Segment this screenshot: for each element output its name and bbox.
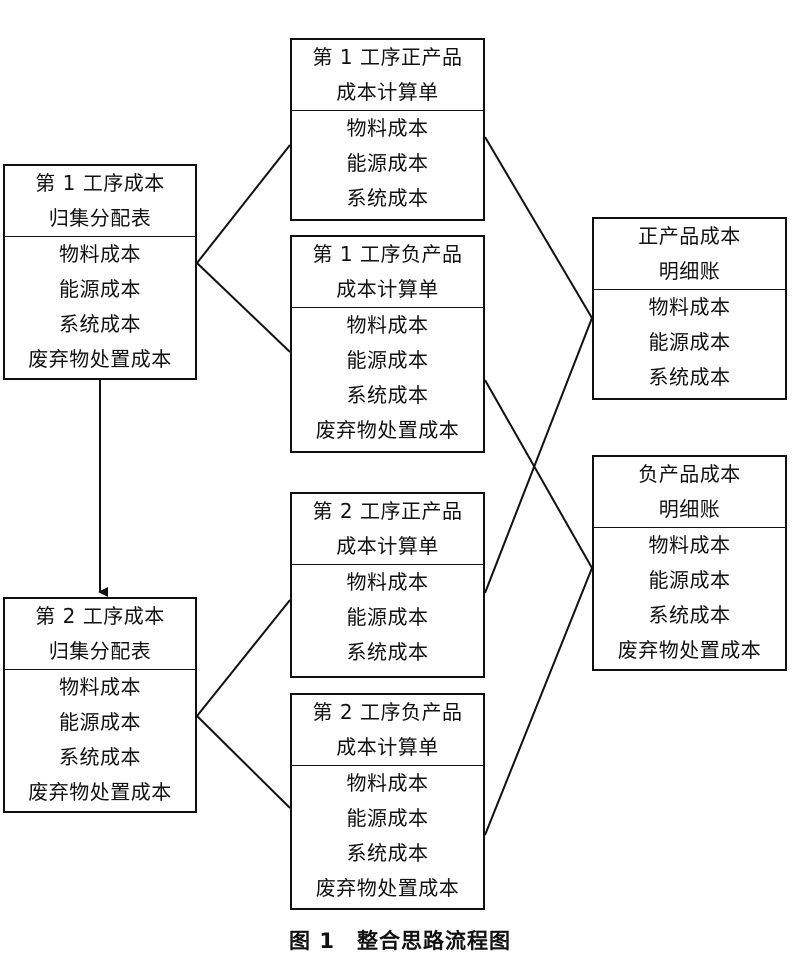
cost-item: 物料成本 [59,242,141,266]
title-line: 第 2 工序正产品 [312,499,463,523]
connector-stage1-to-stage1-neg [196,262,291,353]
stage1-positive-product-cost-sheet: 第 1 工序正产品 成本计算单 物料成本 能源成本 系统成本 [290,38,485,221]
stage2-cost-allocation-table: 第 2 工序成本 归集分配表 物料成本 能源成本 系统成本 废弃物处置成本 [3,597,197,813]
cost-item: 物料成本 [346,771,429,795]
cost-item: 系统成本 [346,640,429,664]
cost-item-list: 物料成本 能源成本 系统成本 废弃物处置成本 [5,237,195,377]
cost-item: 系统成本 [346,186,429,210]
cost-item: 系统成本 [648,603,731,627]
cost-item: 能源成本 [346,151,429,175]
positive-product-cost-ledger: 正产品成本 明细账 物料成本 能源成本 系统成本 [592,217,787,400]
cost-item: 系统成本 [648,365,731,389]
cost-item: 系统成本 [59,745,141,769]
connector-stage1-neg-to-neg-ledger [484,379,593,569]
title-line: 第 2 工序负产品 [312,700,463,724]
cost-item: 物料成本 [346,116,429,140]
box-title: 第 2 工序成本 归集分配表 [5,599,195,670]
cost-item: 能源成本 [346,348,429,372]
box-title: 第 2 工序正产品 成本计算单 [292,494,483,565]
cost-item-list: 物料成本 能源成本 系统成本 废弃物处置成本 [292,766,483,906]
cost-item: 能源成本 [59,277,141,301]
cost-item-list: 物料成本 能源成本 系统成本 [292,111,483,216]
cost-item: 物料成本 [346,570,429,594]
cost-item: 能源成本 [346,806,429,830]
cost-item: 物料成本 [648,295,731,319]
cost-item: 废弃物处置成本 [315,876,460,900]
title-line: 成本计算单 [336,534,439,558]
title-line: 成本计算单 [336,277,439,301]
box-title: 负产品成本 明细账 [594,457,785,528]
cost-item: 物料成本 [346,313,429,337]
figure-caption: 图 1 整合思路流程图 [289,929,511,953]
box-title: 第 1 工序成本 归集分配表 [5,166,195,237]
title-line: 第 1 工序负产品 [312,242,463,266]
connector-stage2-pos-to-pos-ledger [484,317,593,594]
cost-item: 能源成本 [648,568,731,592]
cost-item: 能源成本 [346,605,429,629]
title-line: 成本计算单 [336,735,439,759]
cost-item: 废弃物处置成本 [28,347,172,371]
title-line: 负产品成本 [638,462,741,486]
stage2-negative-product-cost-sheet: 第 2 工序负产品 成本计算单 物料成本 能源成本 系统成本 废弃物处置成本 [290,693,485,910]
stage2-positive-product-cost-sheet: 第 2 工序正产品 成本计算单 物料成本 能源成本 系统成本 [290,492,485,678]
stage1-negative-product-cost-sheet: 第 1 工序负产品 成本计算单 物料成本 能源成本 系统成本 废弃物处置成本 [290,235,485,453]
connector-stage2-to-stage2-neg [196,715,291,809]
negative-product-cost-ledger: 负产品成本 明细账 物料成本 能源成本 系统成本 废弃物处置成本 [592,455,787,671]
cost-item: 物料成本 [648,533,731,557]
title-line: 归集分配表 [48,639,152,663]
connector-stage2-neg-to-neg-ledger [484,567,593,836]
cost-item: 废弃物处置成本 [315,418,460,442]
cost-item: 废弃物处置成本 [28,780,172,804]
title-line: 第 1 工序正产品 [312,45,463,69]
cost-item: 能源成本 [648,330,731,354]
cost-item-list: 物料成本 能源成本 系统成本 [594,290,785,395]
cost-item-list: 物料成本 能源成本 系统成本 [292,565,483,670]
box-title: 正产品成本 明细账 [594,219,785,290]
title-line: 正产品成本 [638,224,741,248]
cost-item: 废弃物处置成本 [617,638,762,662]
cost-item: 能源成本 [59,710,141,734]
box-title: 第 1 工序正产品 成本计算单 [292,40,483,111]
cost-item-list: 物料成本 能源成本 系统成本 废弃物处置成本 [594,528,785,668]
title-line: 第 1 工序成本 [35,171,165,195]
title-line: 第 2 工序成本 [35,604,165,628]
cost-item: 系统成本 [59,312,141,336]
stage1-cost-allocation-table: 第 1 工序成本 归集分配表 物料成本 能源成本 系统成本 废弃物处置成本 [3,164,197,380]
cost-item: 系统成本 [346,841,429,865]
connector-stage2-to-stage2-pos [196,599,291,717]
title-line: 成本计算单 [336,80,439,104]
title-line: 明细账 [658,497,721,521]
cost-item: 物料成本 [59,675,141,699]
cost-item: 系统成本 [346,383,429,407]
box-title: 第 2 工序负产品 成本计算单 [292,695,483,766]
box-title: 第 1 工序负产品 成本计算单 [292,237,483,308]
cost-item-list: 物料成本 能源成本 系统成本 废弃物处置成本 [5,670,195,810]
connector-stage1-pos-to-pos-ledger [484,136,593,319]
title-line: 明细账 [658,259,721,283]
title-line: 归集分配表 [48,206,152,230]
cost-item-list: 物料成本 能源成本 系统成本 废弃物处置成本 [292,308,483,448]
connector-stage1-to-stage1-pos [196,144,291,264]
